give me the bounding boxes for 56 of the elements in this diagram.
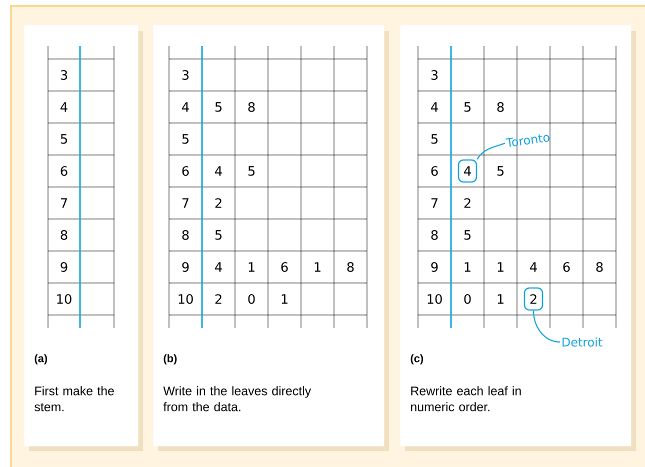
stem-digit: 10 (178, 294, 193, 304)
stem-digit: 4 (431, 102, 438, 112)
leaf-digit: 5 (497, 166, 504, 176)
stem-digit: 8 (60, 230, 68, 240)
leaf-digit: 1 (248, 262, 254, 272)
stem-digit: 3 (431, 70, 438, 80)
leaf-digit: 8 (347, 262, 354, 272)
leaf-digit: 1 (498, 262, 504, 272)
leaf-digit: 0 (248, 294, 255, 304)
annotation-text: Detroit (562, 337, 602, 347)
stem-digit: 5 (182, 134, 188, 144)
leaf-digit: 5 (464, 230, 470, 240)
stem-digit: 6 (431, 166, 438, 176)
stem-digit: 7 (60, 198, 68, 208)
leaf-digit: 0 (464, 294, 471, 304)
leaf-digit: 6 (563, 262, 570, 272)
leaf-digit: 5 (215, 102, 222, 112)
stem-digit: 4 (182, 102, 189, 112)
stem-digit: 9 (60, 262, 68, 272)
stem-digit: 7 (182, 198, 189, 208)
stem-digit: 9 (182, 262, 189, 272)
stem-digit: 3 (182, 70, 189, 80)
leaf-digit: 1 (498, 294, 504, 304)
circled-leaf: 4 (458, 159, 478, 183)
stem-digit: 9 (431, 262, 438, 272)
leaf-digit: 4 (215, 262, 222, 272)
stem-digit: 5 (431, 134, 438, 144)
leaf-digit: 8 (248, 102, 255, 112)
stem-digit: 8 (182, 230, 189, 240)
leaf-digit: 4 (530, 262, 537, 272)
leaf-digit: 2 (215, 294, 222, 304)
stem-digit: 10 (57, 294, 72, 304)
leaf-digit: 5 (215, 230, 222, 240)
leaf-digit: 1 (282, 294, 288, 304)
leaf-digit: 1 (464, 262, 470, 272)
stem-digit: 4 (60, 102, 68, 112)
annotation-text: Toronto (506, 134, 550, 147)
stem-digit: 8 (431, 230, 438, 240)
leaf-digit: 5 (464, 102, 470, 112)
stem-digit: 10 (428, 294, 442, 304)
leaf-digit: 8 (596, 262, 603, 272)
leaf-digit: 4 (215, 166, 222, 176)
leaf-digit: 6 (281, 262, 288, 272)
leaf-digit: 5 (248, 166, 254, 176)
stem-digit: 5 (60, 134, 67, 144)
stem-digit: 6 (182, 166, 189, 176)
stem-digit: 6 (60, 166, 68, 176)
leaf-digit: 1 (314, 262, 320, 272)
stem-digit: 7 (431, 198, 438, 208)
leaf-digit: 2 (464, 198, 470, 208)
leader-line (476, 142, 506, 160)
stem-digit: 3 (60, 70, 68, 80)
circled-leaf: 2 (524, 287, 544, 311)
leader-line (532, 310, 560, 343)
leaf-digit: 8 (497, 102, 504, 112)
leaf-digit: 2 (215, 198, 222, 208)
